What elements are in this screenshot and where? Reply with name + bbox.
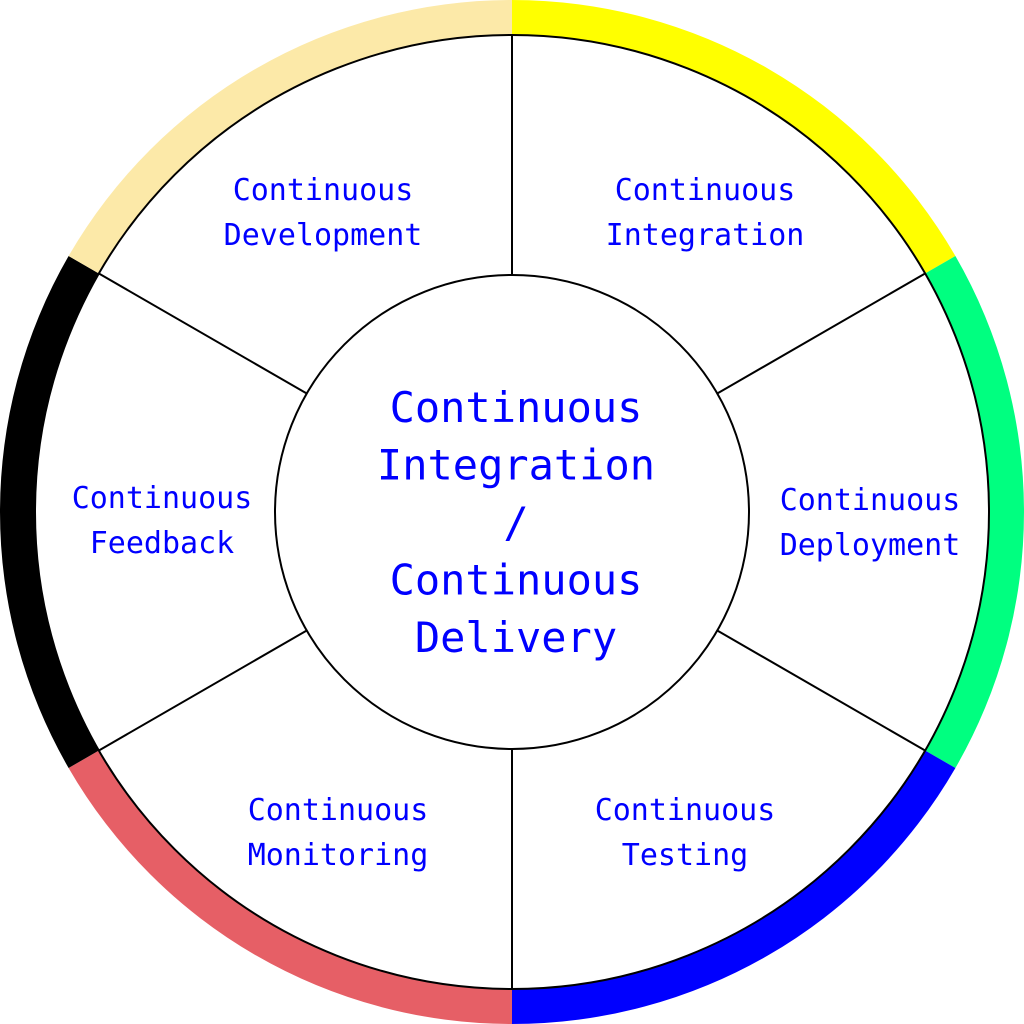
ring-segment-feedback xyxy=(0,256,99,768)
center-circle xyxy=(274,274,750,750)
segment-dividers xyxy=(98,35,926,989)
ring-segment-monitoring xyxy=(68,750,512,1024)
divider-line xyxy=(716,629,926,752)
ring-segment-integration xyxy=(512,0,956,274)
ring-segment-development xyxy=(68,0,512,274)
ring-segment-testing xyxy=(512,750,956,1024)
divider-line xyxy=(98,629,308,752)
ring-segment-deployment xyxy=(925,256,1024,768)
divider-line xyxy=(98,272,308,395)
divider-line xyxy=(716,272,926,395)
